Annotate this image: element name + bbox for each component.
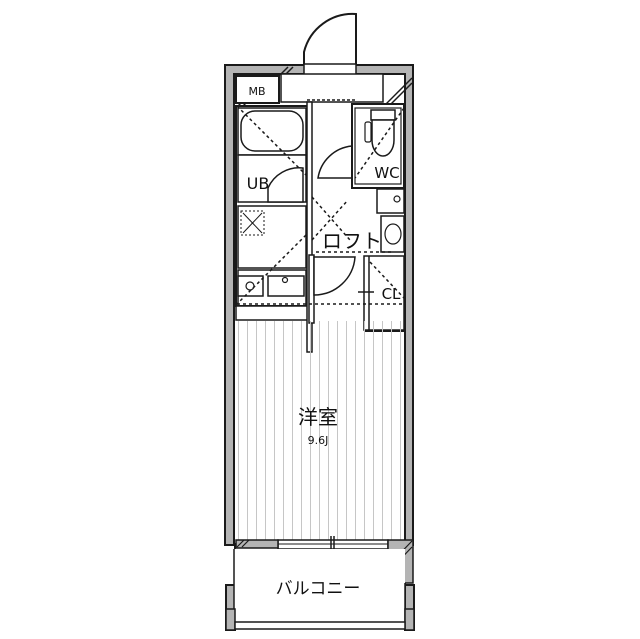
mb-label: MB	[248, 85, 265, 98]
room-door[interactable]	[313, 256, 356, 296]
wc-label: WC	[374, 164, 399, 182]
western-room: 洋室 9.6J	[236, 321, 404, 542]
room-size: 9.6J	[308, 434, 329, 447]
cl-label: CL	[382, 285, 401, 303]
entry-hall	[280, 73, 384, 103]
toilet-room: WC	[351, 103, 405, 189]
entrance-door[interactable]	[303, 12, 357, 67]
washbasin	[380, 215, 405, 253]
loft-label: ロフト	[322, 229, 382, 253]
stove-icon	[237, 275, 264, 297]
bath-door[interactable]	[267, 167, 304, 203]
balcony: バルコニー	[225, 549, 415, 631]
toilet-tank-icon	[370, 109, 396, 121]
meter-box: MB	[235, 75, 280, 104]
closet: CL	[358, 255, 405, 332]
room-label: 洋室	[298, 405, 338, 429]
balcony-label: バルコニー	[276, 579, 361, 599]
bathtub-icon	[240, 110, 304, 152]
sink-icon	[267, 275, 305, 297]
loft-outline	[236, 105, 405, 305]
ub-label: UB	[247, 174, 270, 193]
unit-bath: UB	[235, 105, 309, 321]
